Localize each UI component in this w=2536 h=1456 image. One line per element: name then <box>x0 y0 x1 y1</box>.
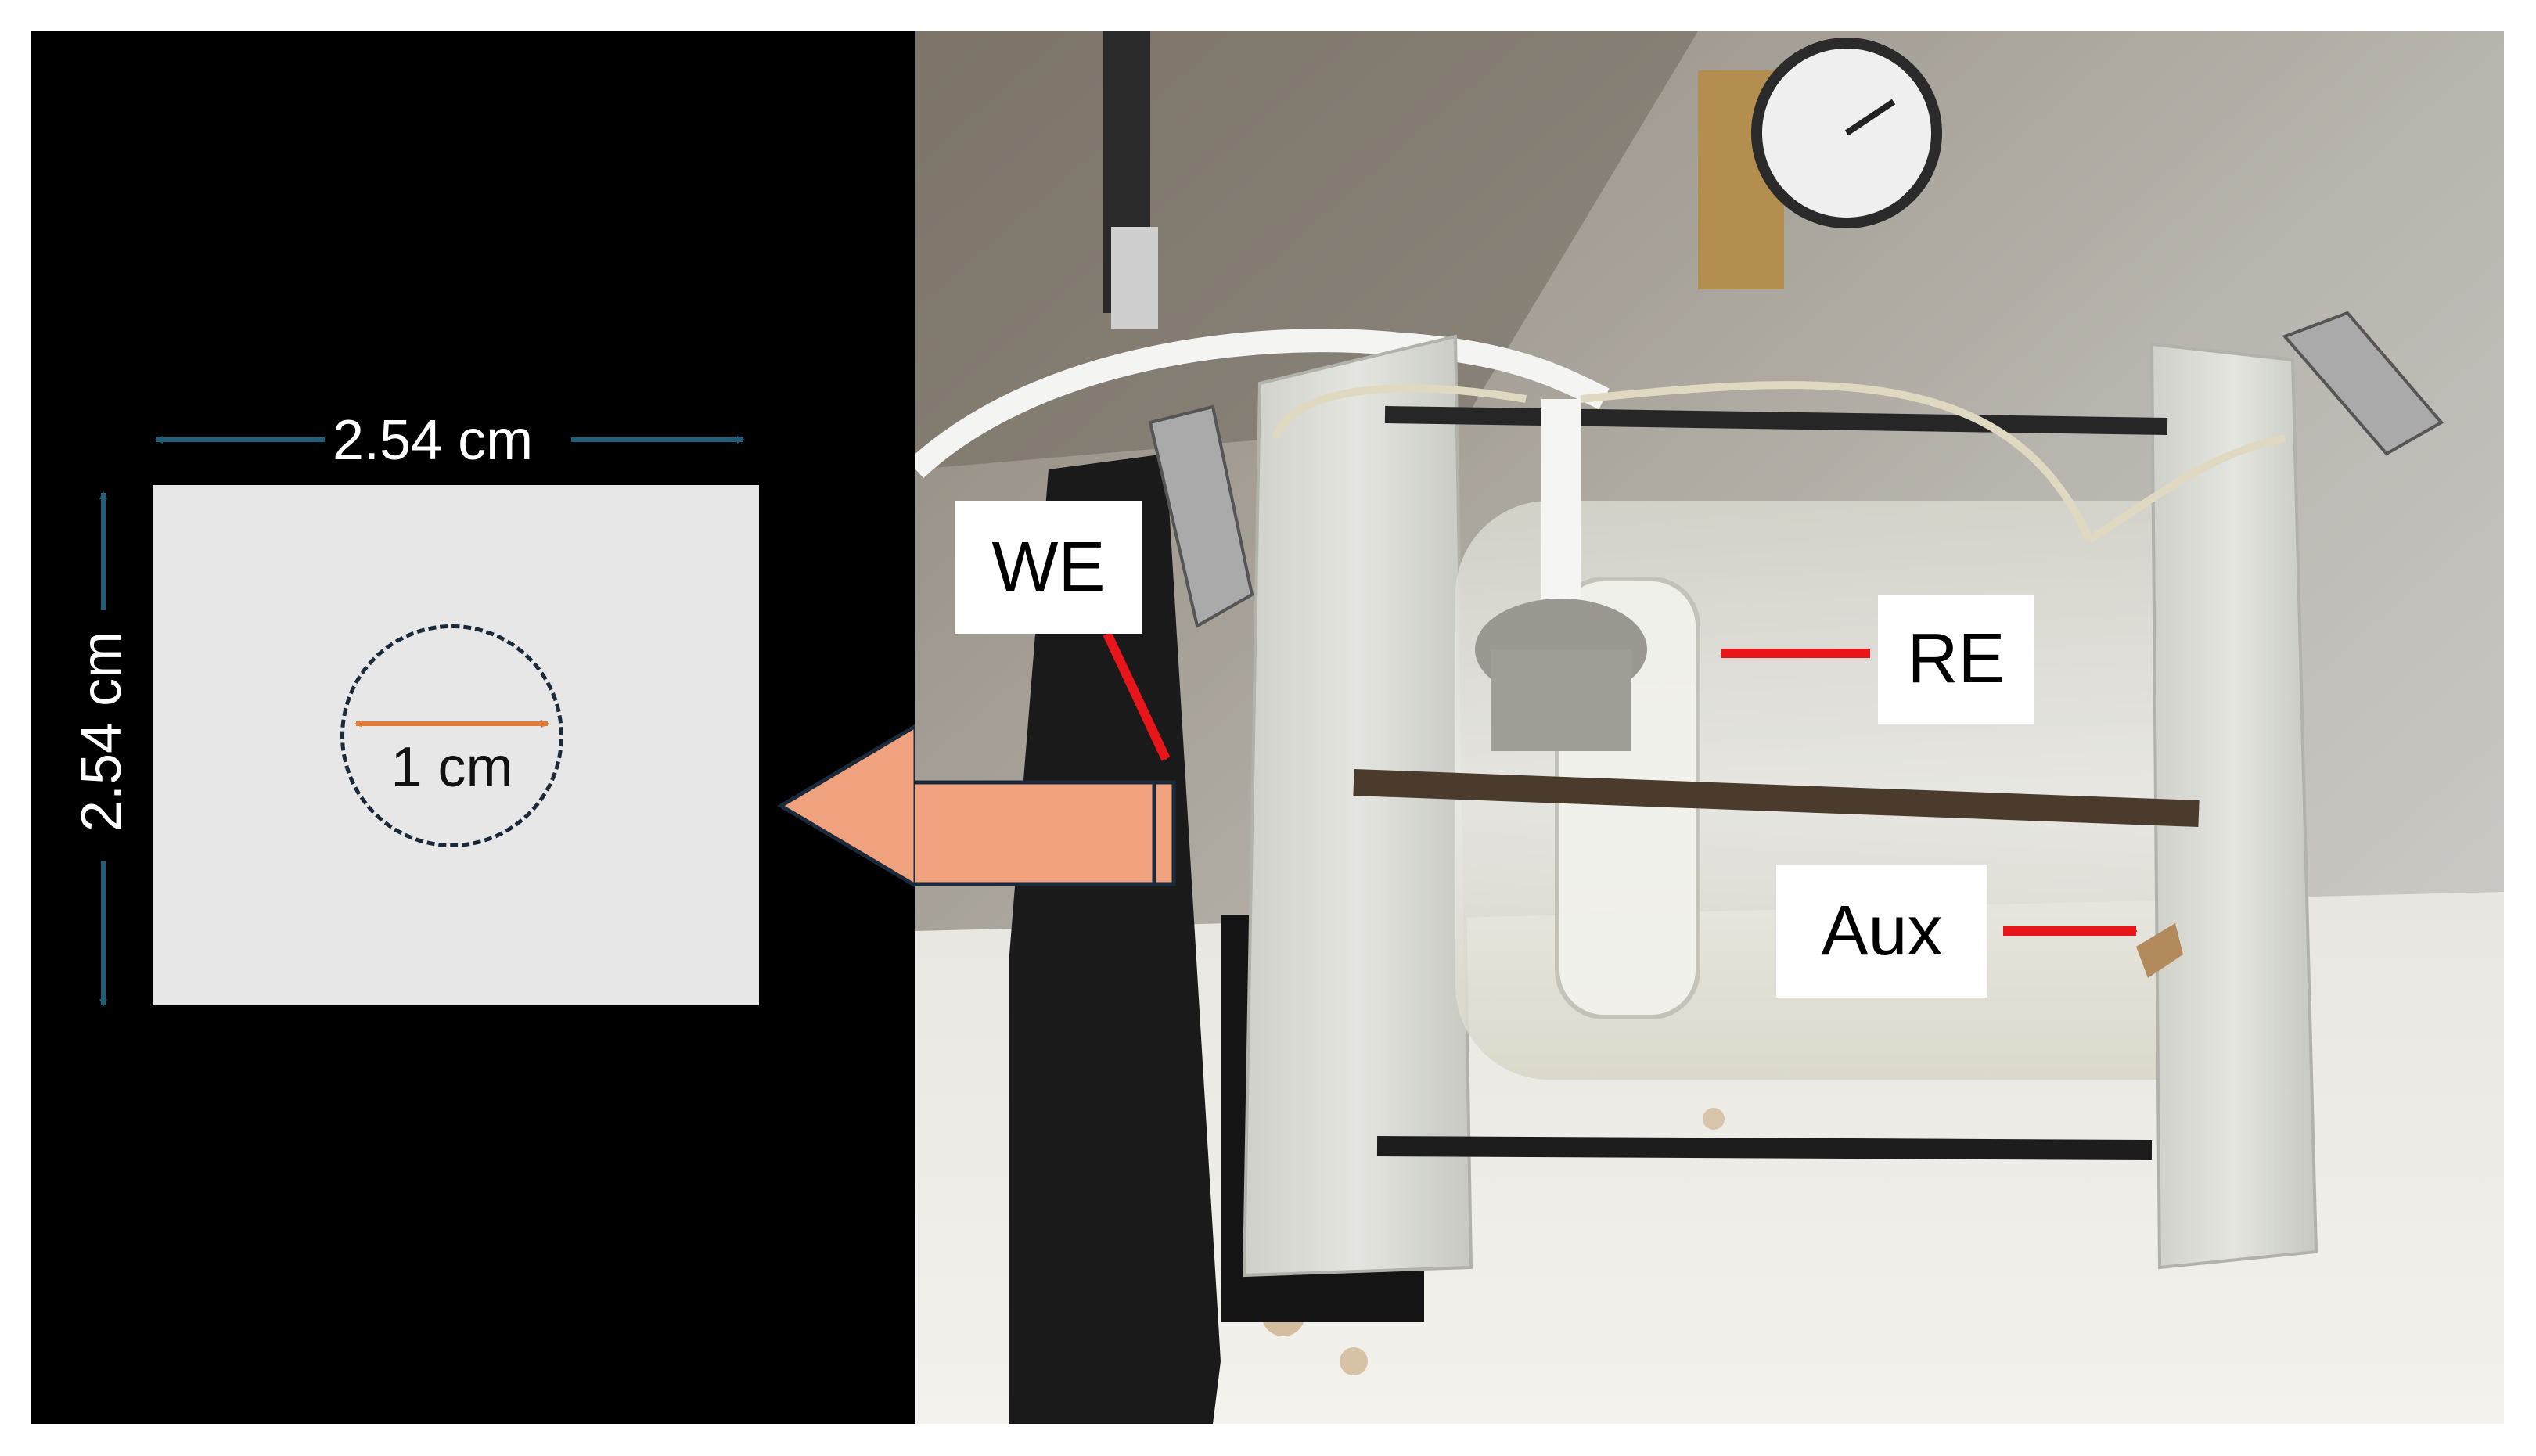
exposed-area-circle <box>340 624 563 847</box>
reference-electrode-tube <box>1541 399 1581 618</box>
gauge-needle <box>1844 99 1896 136</box>
threaded-rod-bottom <box>1376 1136 2153 1160</box>
pointer-arrow-tail <box>915 780 1176 886</box>
threaded-rod-middle <box>1353 769 2200 827</box>
cable-label-tape <box>1111 227 1158 329</box>
pointer-arrow-head <box>777 724 915 888</box>
we-pointer-arrow <box>1103 631 1171 761</box>
gas-tubing-right <box>2087 434 2286 544</box>
threaded-rod-top <box>1384 406 2168 435</box>
table-stain <box>1340 1347 1368 1375</box>
table-stain <box>1703 1108 1725 1130</box>
left-acrylic-block <box>1242 334 1473 1278</box>
reference-electrode-body <box>1491 649 1631 751</box>
reference-cable <box>915 329 1610 478</box>
electrochemical-cell-photo: WE RE Aux <box>915 31 2504 1424</box>
re-label: RE <box>1878 595 2034 724</box>
width-dimension-label: 2.54 cm <box>333 409 534 472</box>
height-dimension-label: 2.54 cm <box>70 631 133 832</box>
we-label: WE <box>955 501 1142 634</box>
dimension-lines <box>99 436 745 1007</box>
cell-stand <box>1009 454 1221 1424</box>
right-alligator-clip <box>2282 311 2444 456</box>
aux-label: Aux <box>1776 865 1987 998</box>
cell-photo-illustration <box>915 31 2504 1424</box>
aux-mesh-electrode <box>2136 923 2183 978</box>
gas-tubing <box>1580 381 2093 541</box>
circle-diameter-label: 1 cm <box>390 736 513 799</box>
sample-schematic-panel: 2.54 cm 2.54 cm 1 cm <box>31 31 915 1424</box>
alligator-clip <box>1148 404 1254 629</box>
gas-tubing <box>1272 384 1527 440</box>
